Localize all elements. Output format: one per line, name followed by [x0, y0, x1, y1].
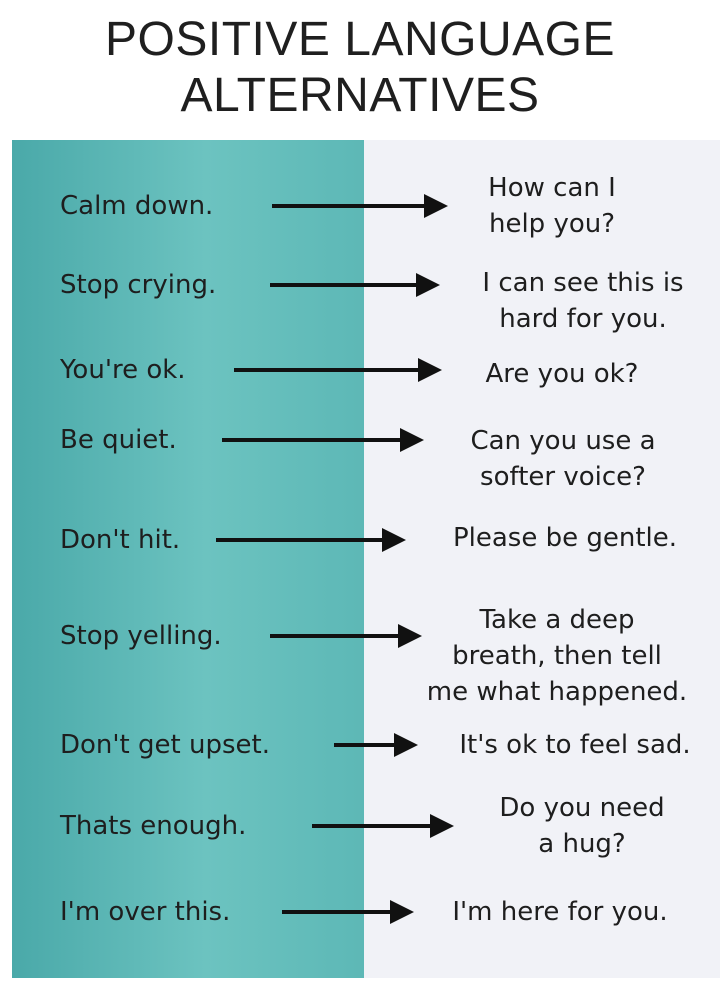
arrow-right-icon: [334, 733, 418, 757]
negative-phrase: Thats enough.: [60, 811, 247, 841]
positive-alternative: It's ok to feel sad.: [459, 730, 691, 760]
negative-phrase: Don't hit.: [60, 525, 181, 555]
negative-phrase: Calm down.: [60, 191, 214, 221]
page-title: POSITIVE LANGUAGE ALTERNATIVES: [0, 12, 720, 124]
negative-phrase: You're ok.: [60, 355, 186, 385]
negative-phrase: I'm over this.: [60, 897, 231, 927]
negative-phrase: Be quiet.: [60, 425, 177, 455]
negative-phrases-panel: [12, 140, 364, 978]
positive-alternative: Are you ok?: [485, 359, 639, 389]
arrow-right-icon: [270, 273, 440, 297]
arrow-right-icon: [312, 814, 454, 838]
negative-phrase: Stop yelling.: [60, 621, 222, 651]
arrow-right-icon: [222, 428, 424, 452]
arrow-right-icon: [282, 900, 414, 924]
positive-alternative: Please be gentle.: [452, 523, 678, 553]
title-line-1: POSITIVE LANGUAGE: [105, 13, 615, 66]
arrow-right-icon: [234, 358, 442, 382]
arrow-right-icon: [270, 624, 422, 648]
positive-alternative: I'm here for you.: [452, 897, 668, 927]
negative-phrase: Don't get upset.: [60, 730, 270, 760]
arrow-right-icon: [272, 194, 448, 218]
negative-phrase: Stop crying.: [60, 270, 217, 300]
title-line-2: ALTERNATIVES: [180, 69, 540, 122]
arrow-right-icon: [216, 528, 406, 552]
